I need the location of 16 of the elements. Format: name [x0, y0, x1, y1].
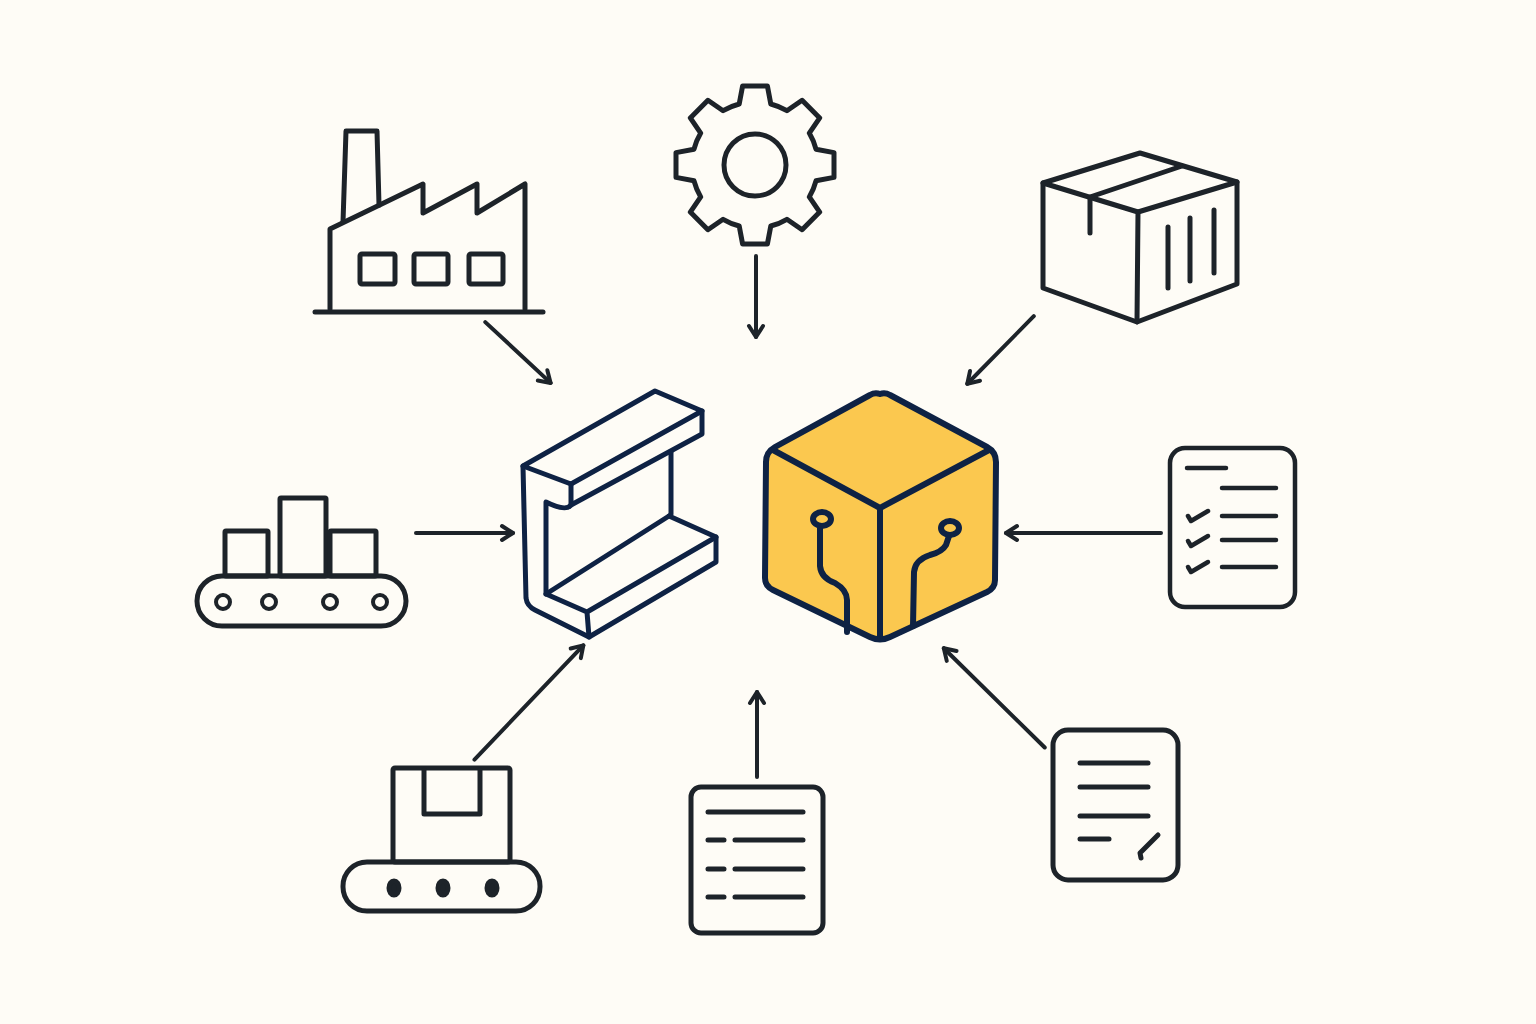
arrow	[748, 690, 766, 779]
signed-document-icon	[1049, 726, 1183, 884]
arrow	[414, 524, 515, 542]
arrow	[483, 320, 553, 385]
circuit-cube-icon	[761, 388, 1000, 644]
arrow	[1004, 524, 1163, 542]
arrow	[472, 643, 586, 762]
conveyor-belt-icon	[339, 764, 544, 916]
steel-beam-icon	[519, 387, 720, 641]
document-icon	[687, 783, 827, 937]
conveyor-belt-icon	[193, 494, 410, 630]
arrow	[965, 314, 1036, 386]
arrow	[747, 254, 765, 339]
checklist-icon	[1167, 445, 1298, 610]
factory-icon	[310, 126, 548, 318]
arrow	[941, 646, 1047, 750]
